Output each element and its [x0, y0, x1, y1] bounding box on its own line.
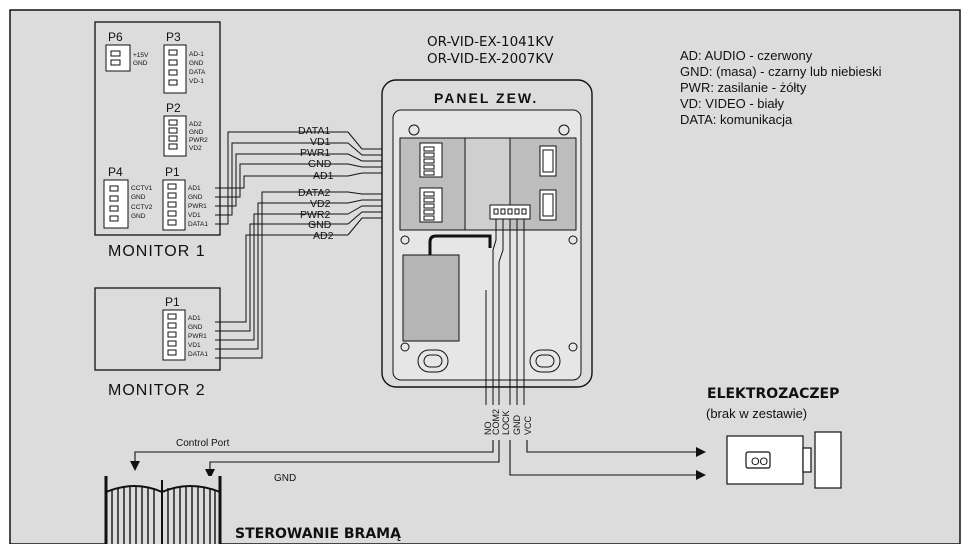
p6-pin-1: +15V	[133, 52, 149, 59]
p4-pin-1: CCTV1	[131, 185, 153, 192]
m1-p1-pin-2: GND	[188, 194, 203, 201]
connector-p6-label: P6	[108, 30, 123, 44]
terminal-vcc: VCC	[523, 415, 533, 435]
monitor-2-label: MONITOR 2	[108, 382, 206, 399]
terminal-gnd: GND	[512, 415, 522, 436]
p6-pin-2: GND	[133, 60, 148, 67]
lock-title: ELEKTROZACZEP	[707, 386, 839, 402]
model-line-1: OR-VID-EX-1041KV	[427, 34, 554, 50]
gate-gnd-label: GND	[274, 473, 296, 484]
terminal-no: NO	[483, 422, 493, 436]
p3-pin-2: GND	[189, 60, 204, 67]
wire-label-data1: DATA1	[298, 125, 330, 137]
legend-line-3: PWR: zasilanie - żółty	[680, 80, 807, 95]
m1-p1-pin-5: DATA1	[188, 221, 208, 228]
terminal-com2: COM2	[491, 409, 501, 435]
legend-line-4: VD: VIDEO - biały	[680, 96, 785, 111]
lock-symbol: OO	[751, 456, 769, 468]
m2-p1-pin-3: PWR1	[188, 333, 207, 340]
wire-label-gnd1: GND	[308, 158, 332, 170]
outdoor-panel: PANEL ZEW.	[381, 79, 593, 388]
wire-label-ad2: AD2	[313, 230, 334, 242]
m2-p1-pin-5: DATA1	[188, 351, 208, 358]
wire-label-pwr2: PWR2	[300, 209, 330, 221]
p4-pin-3: CCTV2	[131, 204, 153, 211]
p2-pin-1: AD2	[189, 121, 202, 128]
m1-p1-pin-1: AD1	[188, 185, 201, 192]
legend-line-2: GND: (masa) - czarny lub niebieski	[680, 64, 882, 79]
output-wires	[130, 440, 706, 480]
wire-label-vd2: VD2	[310, 198, 331, 210]
connector-p1-label: P1	[165, 165, 180, 179]
legend-line-1: AD: AUDIO - czerwony	[680, 48, 813, 63]
p2-pin-3: PWR2	[189, 137, 208, 144]
p2-pin-4: VD2	[189, 145, 202, 152]
model-line-2: OR-VID-EX-2007KV	[427, 51, 554, 67]
connector-p3-label: P3	[166, 30, 181, 44]
legend-line-5: DATA: komunikacja	[680, 112, 793, 127]
p3-pin-1: AD-1	[189, 51, 204, 58]
connector-p4-label: P4	[108, 165, 123, 179]
panel-title: PANEL ZEW.	[434, 90, 538, 106]
m2-p1-pin-4: VD1	[188, 342, 201, 349]
color-legend: AD: AUDIO - czerwony GND: (masa) - czarn…	[680, 48, 882, 127]
connector-p2-label: P2	[166, 101, 181, 115]
p4-pin-4: GND	[131, 213, 146, 220]
gate-icon	[104, 476, 222, 544]
monitor-2: P1 AD1 GND PWR1 VD1 DATA1	[94, 287, 221, 371]
lock-subtitle: (brak w zestawie)	[706, 406, 807, 421]
monitor-1: P6 +15V GND P3 AD-1 GND DATA VD-1 P2 AD2…	[94, 21, 221, 236]
terminal-lock: LOCK	[501, 410, 511, 435]
electric-lock-icon: OO	[726, 431, 842, 489]
p4-pin-2: GND	[131, 194, 146, 201]
wire-label-pwr1: PWR1	[300, 147, 330, 159]
m2-p1-pin-1: AD1	[188, 315, 201, 322]
wires-group-2	[215, 191, 348, 359]
m2-connector-p1-label: P1	[165, 295, 180, 309]
wire-label-data2: DATA2	[298, 187, 330, 199]
gate-title: STEROWANIE BRAMĄ	[235, 526, 401, 542]
m2-p1-pin-2: GND	[188, 324, 203, 331]
p3-pin-4: VD-1	[189, 78, 204, 85]
wire-label-vd1: VD1	[310, 136, 331, 148]
m1-p1-pin-3: PWR1	[188, 203, 207, 210]
p2-pin-2: GND	[189, 129, 204, 136]
terminal-wires	[485, 219, 525, 405]
p3-pin-3: DATA	[189, 69, 206, 76]
monitor-1-label: MONITOR 1	[108, 243, 206, 260]
wire-label-gnd2: GND	[308, 219, 332, 231]
wire-label-ad1: AD1	[313, 170, 334, 182]
m1-p1-pin-4: VD1	[188, 212, 201, 219]
wires-group-1	[215, 131, 348, 225]
control-port-label: Control Port	[176, 438, 230, 449]
